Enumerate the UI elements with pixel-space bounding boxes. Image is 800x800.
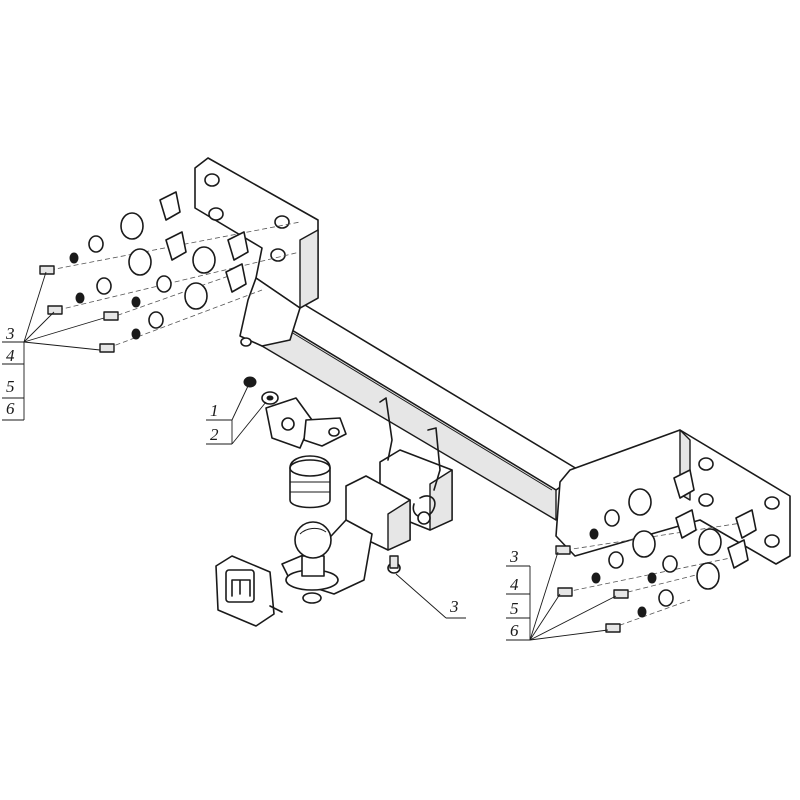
ball-cover xyxy=(289,455,331,509)
right-callout-5: 5 xyxy=(510,599,519,618)
socket-bracket xyxy=(265,397,347,449)
right-mounting-bracket xyxy=(555,429,791,565)
center-bolt xyxy=(387,555,401,574)
center-callout-2: 2 xyxy=(210,425,219,444)
center-callout-1: 1 xyxy=(210,401,219,420)
left-callout-4: 4 xyxy=(6,346,15,365)
left-fastener-set xyxy=(39,191,301,353)
left-mounting-bracket xyxy=(194,157,319,347)
center-bolt-callout-3: 3 xyxy=(449,597,459,616)
right-fastener-set xyxy=(555,469,757,633)
center-callout-block: 1 2 xyxy=(206,385,267,445)
center-bolt-callout: 3 xyxy=(395,573,466,619)
left-callout-6: 6 xyxy=(6,399,15,418)
left-callout-block: 3 4 5 6 xyxy=(2,271,105,421)
center-nut-washer xyxy=(243,376,279,405)
right-callout-block: 3 4 5 6 xyxy=(506,547,617,641)
left-callout-3: 3 xyxy=(5,324,15,343)
plug-cover xyxy=(215,555,283,627)
right-callout-6: 6 xyxy=(510,621,519,640)
right-callout-4: 4 xyxy=(510,575,519,594)
ball-mount xyxy=(281,475,411,604)
left-callout-5: 5 xyxy=(6,377,15,396)
right-callout-3: 3 xyxy=(509,547,519,566)
